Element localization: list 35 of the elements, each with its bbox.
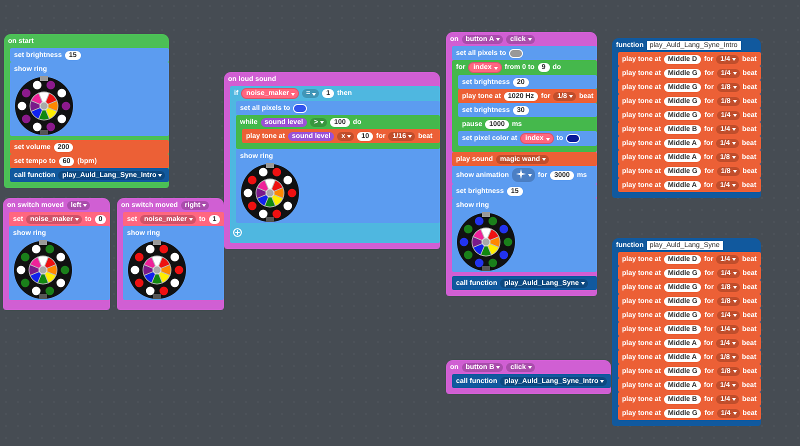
music-block xyxy=(618,52,761,66)
statement-block xyxy=(452,198,598,272)
loop-block xyxy=(452,60,598,152)
statement-block xyxy=(10,62,170,136)
music-block xyxy=(618,252,761,266)
variable-block xyxy=(9,212,110,226)
statement-block xyxy=(452,46,598,60)
music-block xyxy=(10,154,170,168)
music-block xyxy=(10,140,170,154)
statement-block xyxy=(452,166,598,184)
event-block xyxy=(4,34,170,188)
function-block xyxy=(612,38,761,198)
variable-block xyxy=(123,212,224,226)
statement-block xyxy=(236,101,440,115)
music-block xyxy=(242,129,440,143)
statement-block xyxy=(458,131,598,146)
statement-block xyxy=(458,103,598,117)
function-call-block xyxy=(452,276,598,290)
statement-block xyxy=(458,75,598,89)
statement-block xyxy=(123,226,224,300)
music-block xyxy=(618,178,761,192)
statement-block xyxy=(236,149,440,223)
statement-block xyxy=(10,48,170,62)
function-block xyxy=(612,238,761,426)
event-block xyxy=(117,198,224,310)
music-block xyxy=(452,152,598,166)
event-block xyxy=(3,198,110,310)
function-call-block xyxy=(452,374,612,388)
music-block xyxy=(458,89,598,103)
loop-block xyxy=(236,115,440,149)
function-call-block xyxy=(10,168,170,182)
event-block xyxy=(446,32,598,296)
statement-block xyxy=(9,226,110,300)
music-block xyxy=(618,406,761,420)
event-block xyxy=(446,360,612,394)
